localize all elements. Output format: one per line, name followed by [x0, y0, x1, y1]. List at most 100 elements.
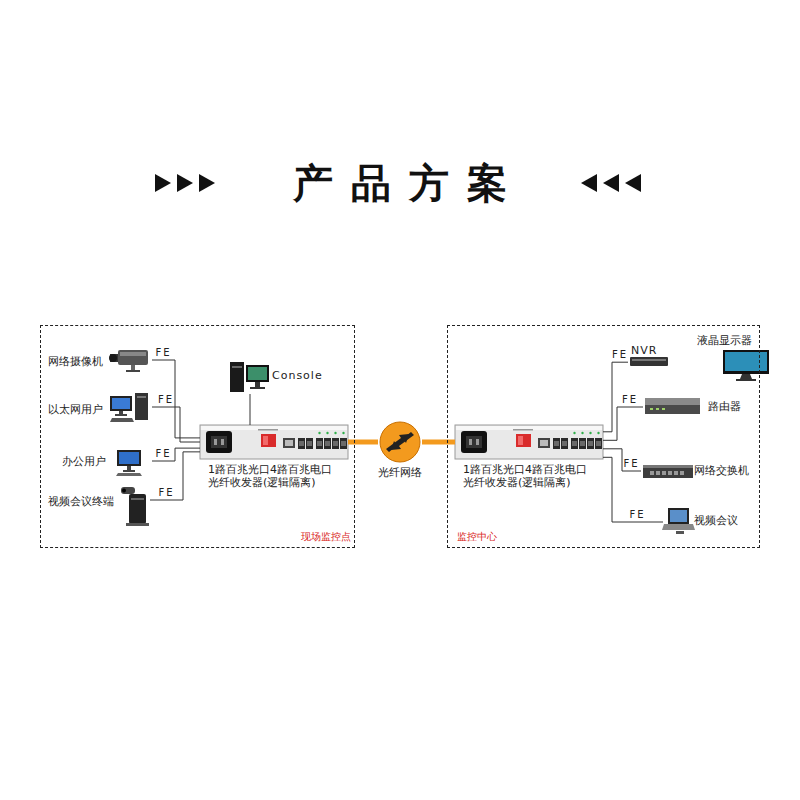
office-pc-icon-part [127, 466, 131, 470]
transceiver-node: 1路百兆光口4路百兆电口 光纤收发器(逻辑隔离) [455, 425, 603, 459]
console-pc-icon-part [230, 362, 244, 392]
device-label: 液晶显示器 [697, 334, 752, 347]
camera-icon-part [110, 354, 118, 362]
fiber-icon-part [391, 432, 414, 450]
router-icon-part [645, 405, 700, 414]
site-zone: 现场监控点 网络摄像机 Console 以太网用户 1路百兆光口4路百兆电口 光纤收发器… [40, 325, 355, 548]
device-label: 路由器 [708, 400, 741, 413]
fiber-link [348, 440, 378, 445]
monitor-icon-part [723, 350, 769, 374]
ethernet-link [603, 407, 643, 440]
video-conference-icon [662, 508, 695, 534]
router-node: 路由器 [643, 396, 747, 418]
pc-icon-part [112, 398, 130, 409]
video-terminal-icon [121, 487, 149, 526]
ethernet-link [603, 457, 663, 522]
link-label: FE [622, 394, 638, 406]
title-arrows-part [581, 174, 597, 192]
camera-icon-part [120, 352, 146, 356]
router-icon-part [645, 398, 700, 414]
transceiver-right [455, 425, 603, 459]
pc-icon-part [110, 396, 132, 411]
camera-icon-part [109, 354, 117, 362]
console-pc-icon-part [246, 365, 269, 382]
console-pc-icon-part [255, 382, 260, 387]
camera-node: 网络摄像机 [46, 345, 152, 375]
device-caption: 1路百兆光口4路百兆电口 光纤收发器(逻辑隔离) [463, 463, 601, 489]
console-pc-icon-part [248, 367, 267, 380]
zone-label: 监控中心 [457, 530, 497, 543]
fiber-node: 光纤网络 [378, 422, 422, 462]
transceiver-left [200, 425, 348, 459]
pc-icon-part [135, 393, 148, 420]
nvr-icon-part [630, 357, 668, 366]
ethernet-link [250, 394, 251, 425]
router-icon-part [662, 408, 665, 410]
title-arrows-part [603, 174, 619, 192]
monitor-icon-part [740, 374, 752, 379]
ethernet-link [152, 407, 200, 442]
link-label: FE [158, 487, 174, 499]
office-pc-icon [116, 450, 142, 476]
link-label: FE [155, 448, 171, 460]
office-pc-icon-part [119, 452, 139, 464]
video-conference-node: 视频会议 [663, 506, 747, 538]
center-zone: 监控中心 NVR 液晶显示器 1路百兆光口4路百兆电口 光纤收发器(逻辑隔离) 路由器网… [447, 325, 760, 548]
transceiver-node: 1路百兆光口4路百兆电口 光纤收发器(逻辑隔离) [200, 425, 348, 459]
device-label: 以太网用户 [48, 403, 103, 416]
title: 产品方案 [0, 158, 800, 208]
pc-icon-part [115, 414, 127, 416]
zone-label: 现场监控点 [301, 530, 351, 543]
video-conference-icon-part [668, 508, 689, 524]
link-label: FE [623, 458, 639, 470]
monitor-icon [723, 350, 769, 381]
fiber-link [422, 440, 455, 445]
device-label: NVR [631, 344, 657, 357]
video-terminal-icon-part [131, 498, 144, 500]
ethernet-link [152, 448, 200, 461]
device-caption: 1路百兆光口4路百兆电口 光纤收发器(逻辑隔离) [208, 463, 346, 489]
nvr-icon [630, 357, 668, 366]
switch-icon-part [643, 465, 693, 468]
device-label: Console [272, 369, 323, 382]
link-label: FE [155, 347, 171, 359]
ethernet-user-node: 以太网用户 [46, 390, 152, 424]
console-pc-icon-part [232, 366, 242, 368]
fiber-icon [380, 422, 420, 462]
link-label: FE [612, 349, 628, 361]
switch-icon-part [662, 471, 666, 475]
switch-icon [643, 465, 693, 478]
router-icon-part [656, 408, 659, 410]
ethernet-link [603, 449, 641, 471]
office-pc-icon-part [123, 470, 135, 472]
office-user-node: 办公用户 [60, 446, 152, 476]
title-arrows-part [177, 174, 193, 192]
router-icon [645, 398, 700, 414]
device-label: 视频会议终端 [48, 495, 114, 508]
title-arrows-part [625, 174, 641, 192]
video-terminal-icon-part [121, 487, 135, 494]
switch-icon-part [680, 471, 684, 475]
nvr-node: NVR [628, 344, 670, 370]
camera-icon-part [118, 350, 148, 365]
monitor-icon-part [725, 352, 767, 371]
console-node: Console [228, 356, 324, 394]
camera-icon-part [126, 370, 140, 372]
camera-icon [109, 350, 148, 372]
link-label: FE [629, 509, 645, 521]
device-label: 光纤网络 [358, 466, 442, 479]
title-arrows-part [199, 174, 215, 192]
device-label: 视频会议 [694, 514, 738, 527]
video-terminal-icon-part [126, 523, 149, 526]
monitor-node: 液晶显示器 [695, 334, 785, 380]
video-conference-icon-part [670, 510, 687, 522]
video-conference-icon-part [676, 531, 684, 534]
fiber-icon-part [380, 422, 420, 462]
device-label: 办公用户 [62, 455, 106, 468]
device-label: 网络交换机 [694, 464, 749, 477]
office-pc-icon-part [117, 450, 141, 466]
switch-icon-part [656, 471, 660, 475]
video-terminal-node: 视频会议终端 [46, 486, 150, 526]
ethernet-link [152, 360, 200, 438]
